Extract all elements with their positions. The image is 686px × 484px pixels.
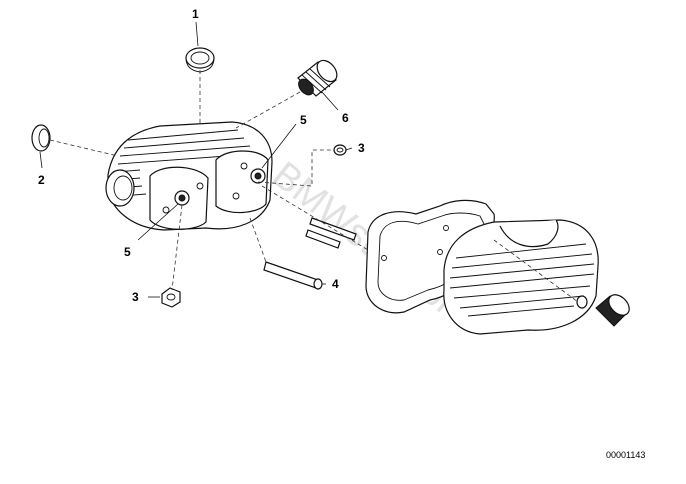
- callout-5-upper: 5: [300, 113, 307, 127]
- part-valve-cover: [443, 219, 599, 335]
- part-nut-3-lower: [161, 287, 181, 308]
- part-cylinder-head: [105, 121, 273, 231]
- part-cover-studs: [305, 217, 357, 249]
- callout-6: 6: [342, 111, 349, 125]
- assembly-lines: [49, 70, 579, 303]
- part-stud-4: [263, 261, 323, 290]
- part-ring-seal-1: [185, 47, 215, 73]
- callout-1: 1: [192, 7, 199, 21]
- part-sealing-ring-2: [31, 124, 51, 152]
- part-threaded-sleeve-6: [297, 59, 338, 97]
- part-cover-plug: [576, 294, 630, 327]
- diagram-reference-number: 00001143: [606, 450, 645, 460]
- callout-5-lower: 5: [124, 245, 131, 259]
- part-nut-3-upper: [333, 144, 347, 156]
- callout-3-upper: 3: [358, 141, 365, 155]
- callout-4: 4: [332, 277, 339, 291]
- callout-2: 2: [38, 173, 45, 187]
- leader-lines: [39, 21, 353, 298]
- callout-3-lower: 3: [132, 290, 139, 304]
